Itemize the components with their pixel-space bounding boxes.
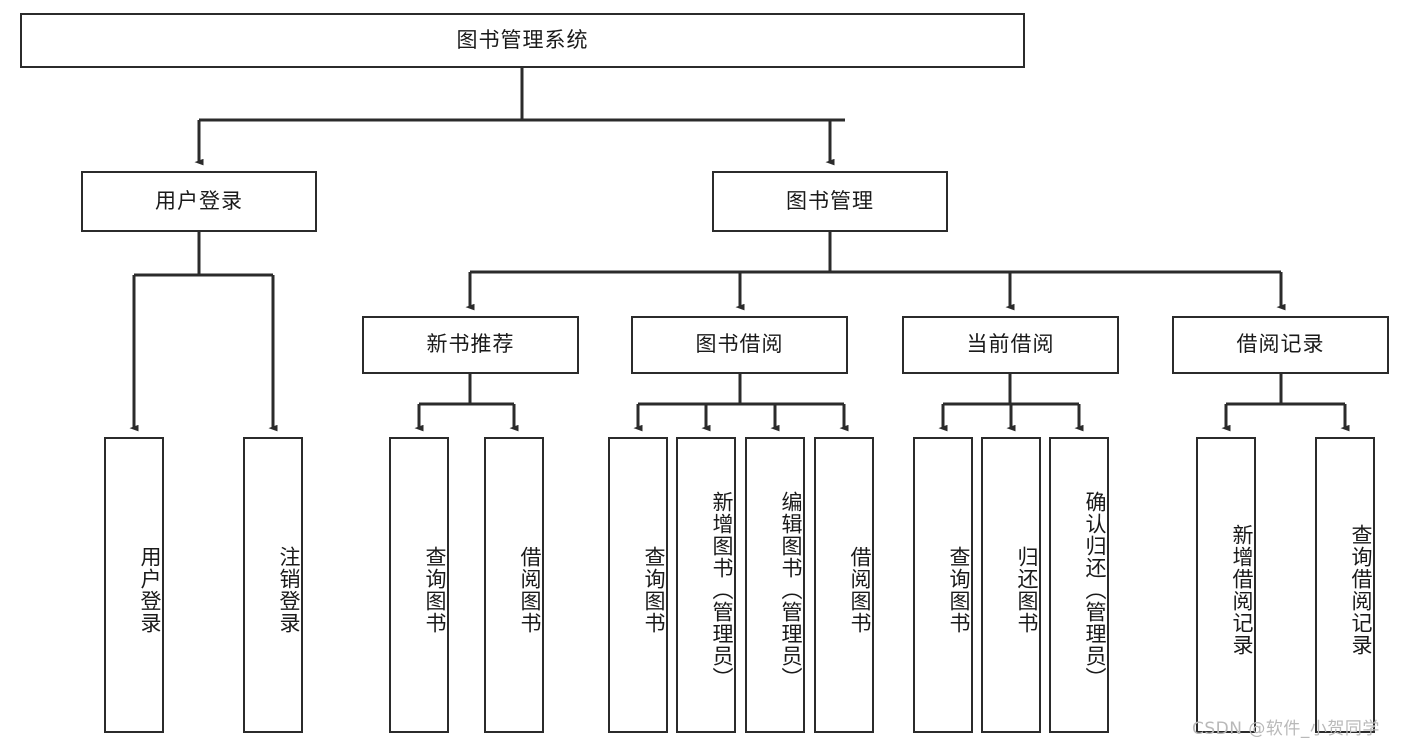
node-leaf-user-logout[interactable]: 注销登录 [243,437,303,733]
leaf-label: 查询借阅记录 [1349,524,1373,656]
node-leaf-edit-book-admin[interactable]: 编辑图书（管理员） [745,437,805,733]
leaf-label: 确认归还（管理员） [1083,491,1107,689]
node-leaf-return-book[interactable]: 归还图书 [981,437,1041,733]
node-leaf-add-borrow-record[interactable]: 新增借阅记录 [1196,437,1256,733]
node-leaf-add-book-admin[interactable]: 新增图书（管理员） [676,437,736,733]
node-user-login[interactable]: 用户登录 [81,171,317,232]
leaf-label: 归还图书 [1015,546,1039,634]
csdn-watermark: CSDN @软件_小贺同学 [1192,719,1380,739]
node-leaf-query-book-recommend[interactable]: 查询图书 [389,437,449,733]
node-leaf-query-borrow-record[interactable]: 查询借阅记录 [1315,437,1375,733]
leaf-label: 借阅图书 [848,546,872,634]
node-leaf-user-login[interactable]: 用户登录 [104,437,164,733]
node-current-borrow[interactable]: 当前借阅 [902,316,1119,374]
node-leaf-query-book-borrow[interactable]: 查询图书 [608,437,668,733]
node-leaf-borrow-book[interactable]: 借阅图书 [814,437,874,733]
node-new-book-recommend[interactable]: 新书推荐 [362,316,579,374]
leaf-label: 查询图书 [423,546,447,634]
leaf-label: 查询图书 [642,546,666,634]
leaf-label: 注销登录 [277,546,301,634]
leaf-label: 借阅图书 [518,546,542,634]
node-leaf-query-book-current[interactable]: 查询图书 [913,437,973,733]
node-leaf-confirm-return-admin[interactable]: 确认归还（管理员） [1049,437,1109,733]
node-borrow-record[interactable]: 借阅记录 [1172,316,1389,374]
leaf-label: 用户登录 [138,546,162,634]
node-leaf-borrow-book-recommend[interactable]: 借阅图书 [484,437,544,733]
node-book-management[interactable]: 图书管理 [712,171,948,232]
node-root-system[interactable]: 图书管理系统 [20,13,1025,68]
leaf-label: 新增借阅记录 [1230,524,1254,656]
node-book-borrow[interactable]: 图书借阅 [631,316,848,374]
leaf-label: 新增图书（管理员） [710,491,734,689]
leaf-label: 编辑图书（管理员） [779,491,803,689]
leaf-label: 查询图书 [947,546,971,634]
